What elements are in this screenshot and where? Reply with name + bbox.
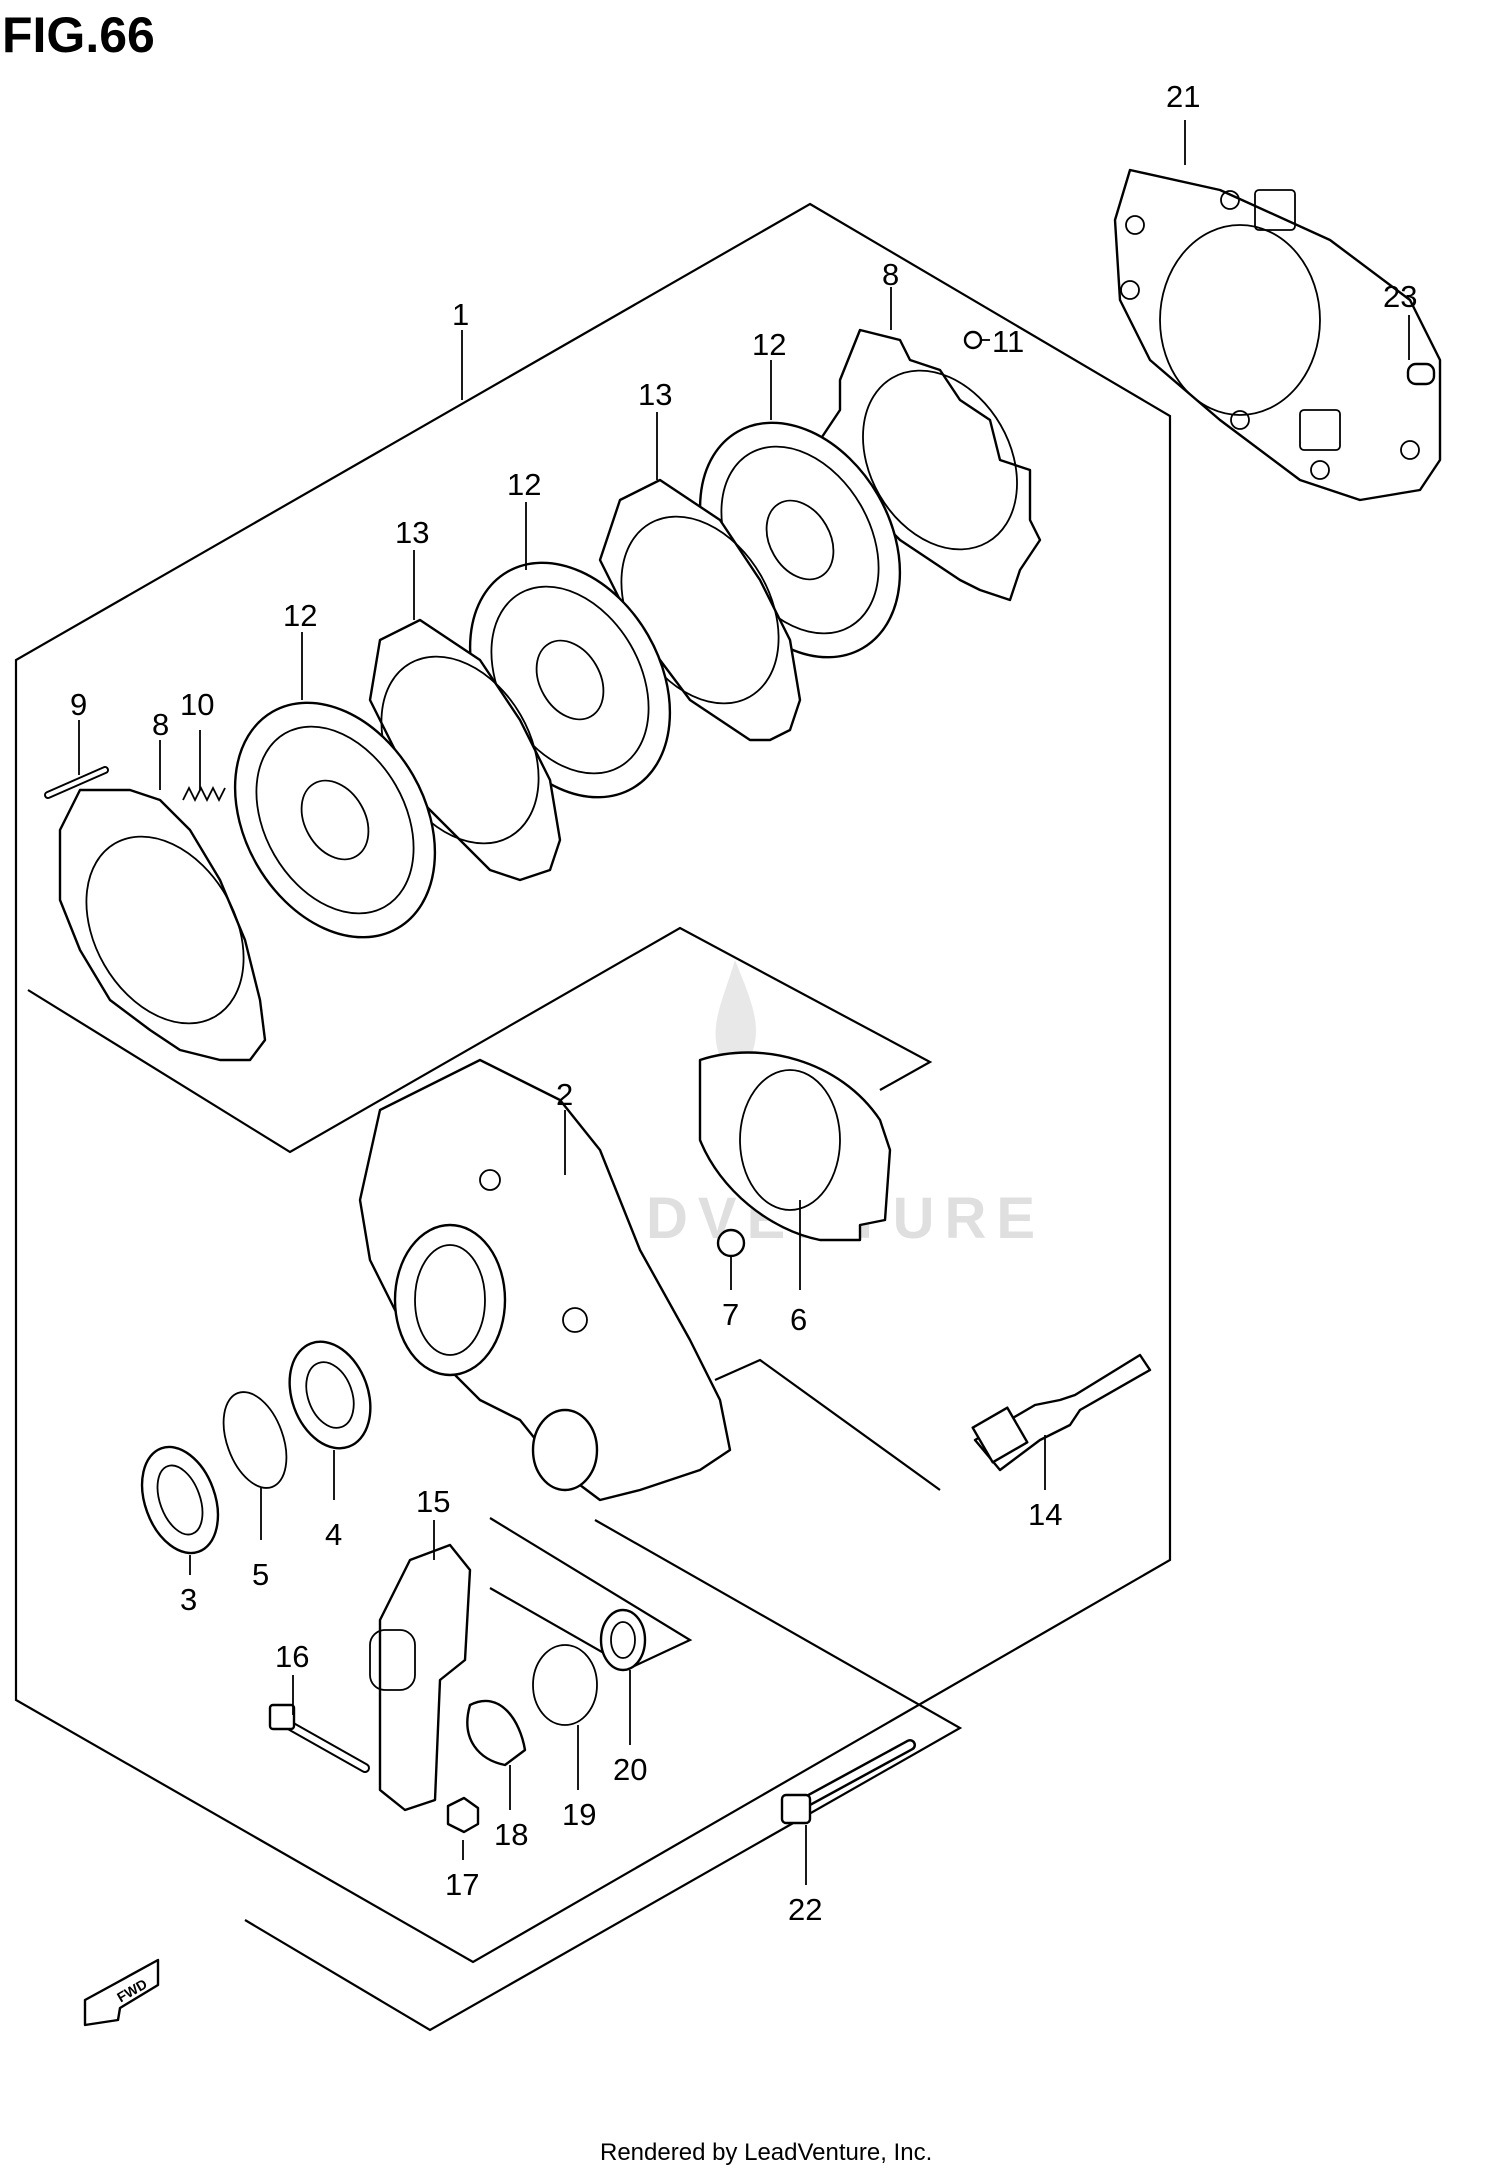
- callout-10: 10: [180, 687, 214, 722]
- callout-13-rear: 13: [638, 377, 672, 412]
- cover-frame: [489, 1517, 693, 1670]
- bolt-22: [780, 1739, 916, 1825]
- callout-23: 23: [1383, 279, 1417, 314]
- callout-7: 7: [722, 1297, 739, 1332]
- clutch-pack-frame: [27, 926, 933, 1154]
- friction-plate-12-front: [233, 701, 437, 939]
- callout-8-rear: 8: [882, 257, 899, 292]
- shaft-14: [971, 1353, 1152, 1472]
- pin-9: [44, 766, 109, 799]
- washer-18: [466, 1699, 527, 1767]
- callout-13-front: 13: [395, 515, 429, 550]
- bracket-15: [369, 1543, 472, 1812]
- clutch-plates: [58, 328, 1042, 1062]
- callout-6: 6: [790, 1302, 807, 1337]
- ring-19: [532, 1644, 598, 1726]
- bolt-16: [268, 1703, 370, 1773]
- callout-20: 20: [613, 1752, 647, 1787]
- steel-plate-8-front: [58, 788, 267, 1062]
- callout-11: 11: [992, 324, 1024, 359]
- seal-20: [599, 1608, 647, 1672]
- case-2: [358, 1058, 732, 1502]
- callout-8-front: 8: [152, 707, 169, 742]
- clip-11: [963, 330, 983, 350]
- spring-10: [182, 785, 226, 803]
- callout-3: 3: [180, 1582, 197, 1617]
- callout-17: 17: [445, 1867, 479, 1902]
- shaft-frame: [714, 1358, 941, 1491]
- circlip-5: [222, 1391, 288, 1489]
- callout-1: 1: [452, 297, 469, 332]
- callout-5: 5: [252, 1557, 269, 1592]
- callout-9: 9: [70, 687, 87, 722]
- callout-18: 18: [494, 1817, 528, 1852]
- nut-17: [446, 1796, 480, 1834]
- callout-12-middle: 12: [507, 467, 541, 502]
- callout-16: 16: [275, 1639, 309, 1674]
- leader-lines: [78, 120, 1410, 1885]
- bearing-4: [288, 1340, 372, 1450]
- callout-19: 19: [562, 1797, 596, 1832]
- callout-4: 4: [325, 1517, 342, 1552]
- callout-15: 15: [416, 1484, 450, 1519]
- bolt-frame: [244, 1519, 963, 2032]
- callout-21: 21: [1166, 79, 1200, 114]
- callout-22: 22: [788, 1892, 822, 1927]
- assembly-frame: [14, 202, 1172, 1964]
- callout-12-rear: 12: [752, 327, 786, 362]
- footer-credit: Rendered by LeadVenture, Inc.: [600, 2139, 932, 2166]
- gasket-21: [1113, 168, 1442, 502]
- cover-plate-6: [698, 1051, 892, 1242]
- callout-14: 14: [1028, 1497, 1062, 1532]
- dowel-pin-23: [1406, 362, 1436, 386]
- callout-12-front: 12: [283, 598, 317, 633]
- forward-direction-arrow: FWD: [83, 1958, 160, 2027]
- ball-7: [716, 1228, 746, 1258]
- oil-seal-3: [140, 1445, 220, 1555]
- callout-2: 2: [556, 1077, 573, 1112]
- callouts: 1 2 3 4 5 6 7 8 8 9 10 11 21 23 12 13 12…: [70, 79, 1417, 1927]
- figure-title: FIG.66: [2, 7, 155, 63]
